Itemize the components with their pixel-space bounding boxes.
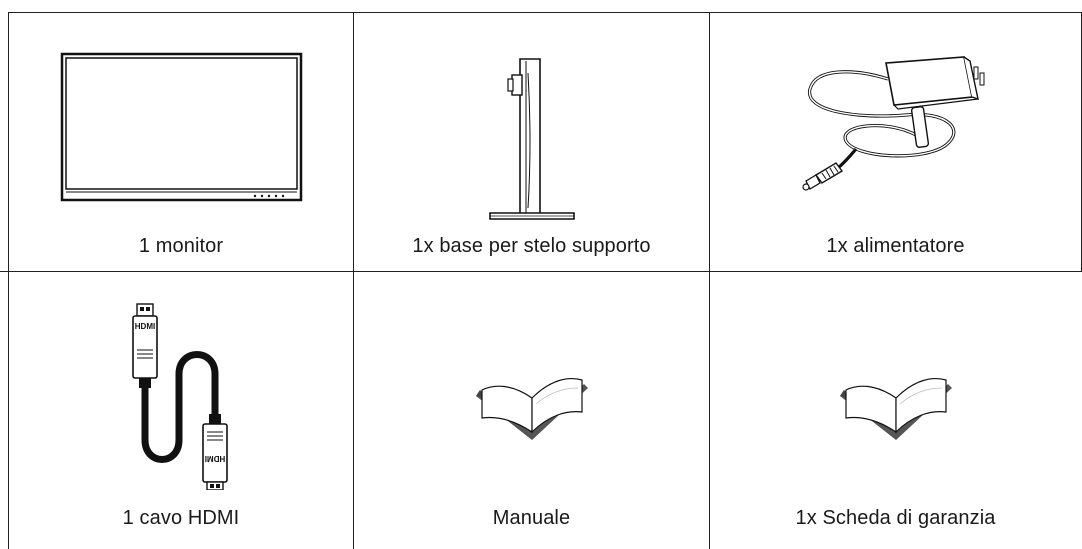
- item-label: 1x alimentatore: [826, 235, 965, 257]
- table-column-divider-2: [709, 12, 710, 549]
- table-left-border: [8, 12, 9, 549]
- cell-hdmi-cable: HDMI HDMI 1 cavo HDMI: [9, 272, 353, 549]
- power-adapter-icon: [801, 56, 984, 191]
- hdmi-cable-icon: HDMI HDMI: [132, 303, 228, 490]
- hdmi-connector-text-inverted: HDMI: [205, 454, 225, 463]
- table-column-divider-1: [353, 12, 354, 549]
- item-label: 1x Scheda di garanzia: [795, 507, 996, 529]
- item-label: 1 cavo HDMI: [122, 507, 240, 529]
- cell-monitor: 1 monitor: [9, 13, 353, 271]
- cell-power-adapter: 1x alimentatore: [710, 13, 1081, 271]
- item-label: 1 monitor: [138, 235, 224, 257]
- cell-stand: 1x base per stelo supporto: [354, 13, 709, 271]
- table-row-divider: [0, 271, 1082, 272]
- cell-manual: Manuale: [354, 272, 709, 549]
- hdmi-connector-text: HDMI: [135, 322, 155, 331]
- table-top-border: [8, 12, 1082, 13]
- manual-book-icon: [475, 377, 588, 440]
- item-label: Manuale: [492, 507, 571, 529]
- monitor-icon: [60, 52, 302, 202]
- item-label: 1x base per stelo supporto: [412, 235, 651, 257]
- warranty-card-icon: [839, 377, 952, 440]
- stand-icon: [488, 58, 575, 220]
- cell-warranty-card: 1x Scheda di garanzia: [710, 272, 1081, 549]
